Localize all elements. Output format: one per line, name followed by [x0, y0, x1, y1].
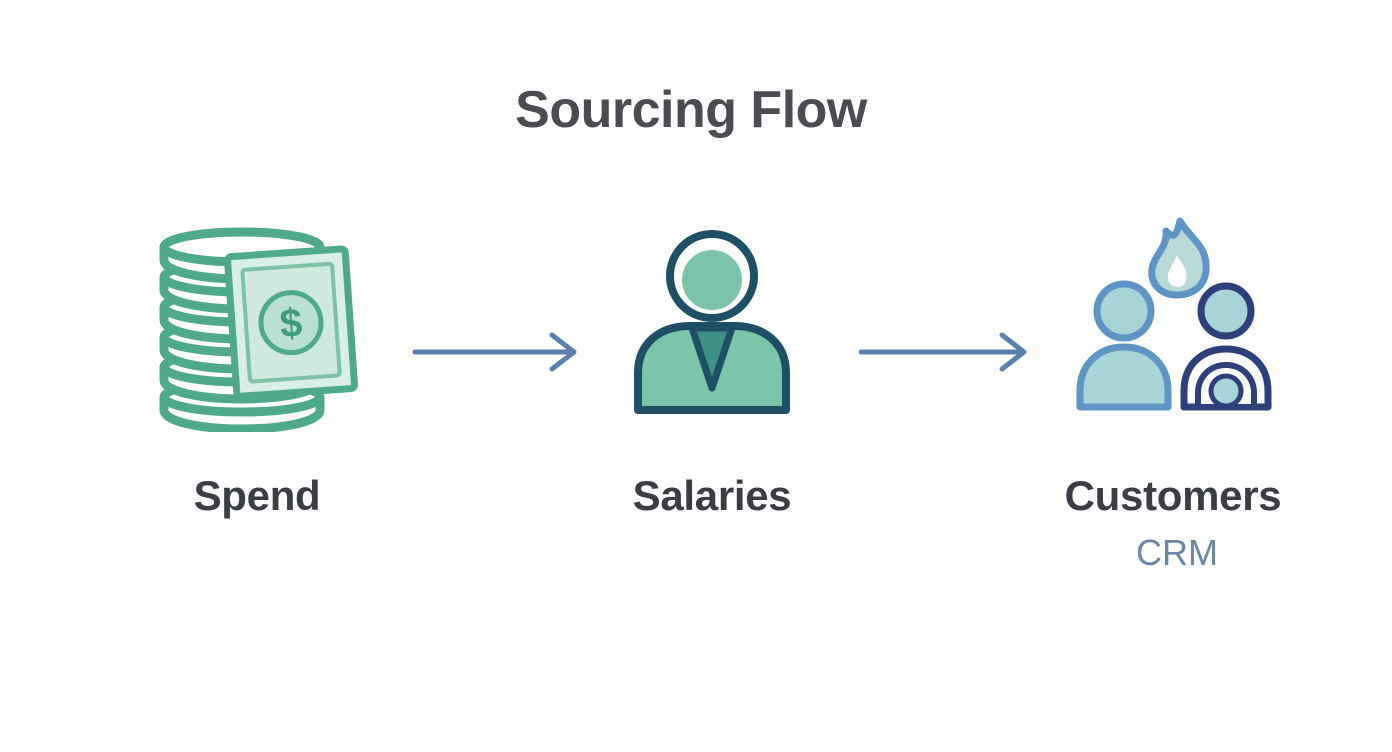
customers-group-icon	[1076, 217, 1272, 411]
svg-text:$: $	[278, 301, 303, 346]
node-label-spend: Spend	[193, 472, 321, 519]
diagram-title: Sourcing Flow	[515, 81, 867, 139]
node-label-customers: Customers	[1064, 472, 1282, 519]
flow-arrow-salaries-to-customers	[858, 332, 1027, 372]
money-stack-icon: $	[159, 227, 358, 432]
flow-arrow-spend-to-salaries	[412, 332, 577, 372]
node-sublabel-crm: CRM	[1136, 532, 1218, 573]
person-icon	[634, 230, 790, 414]
node-label-salaries: Salaries	[632, 472, 792, 519]
